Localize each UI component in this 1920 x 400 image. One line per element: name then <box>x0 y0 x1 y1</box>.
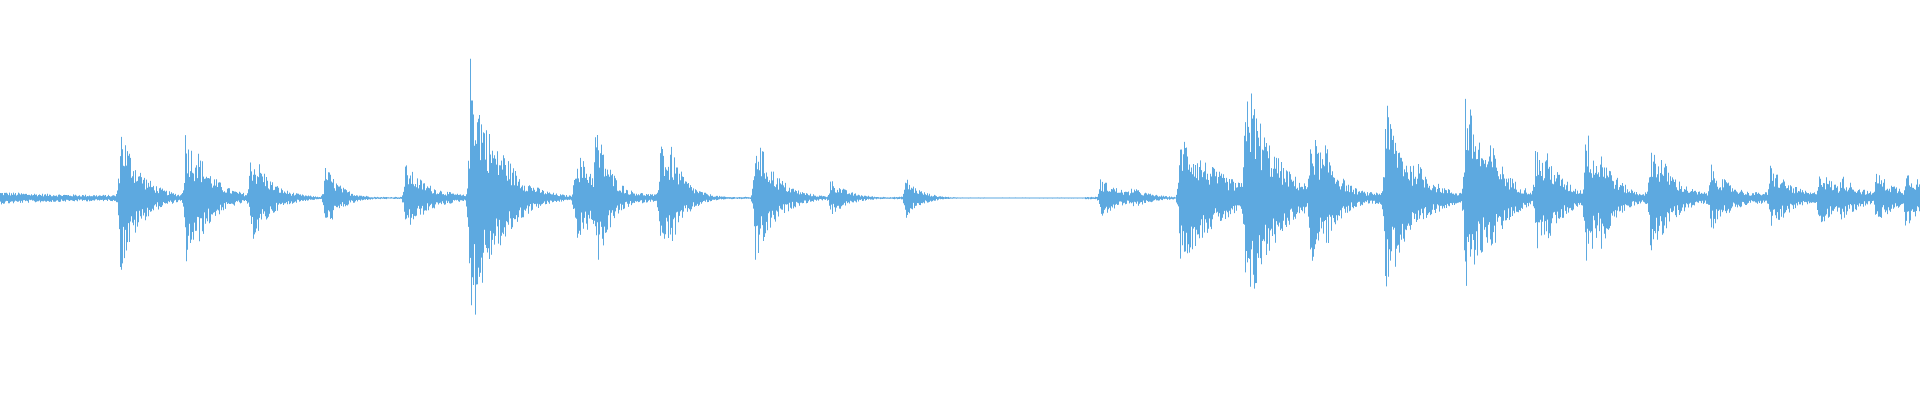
waveform-path <box>0 58 1920 315</box>
